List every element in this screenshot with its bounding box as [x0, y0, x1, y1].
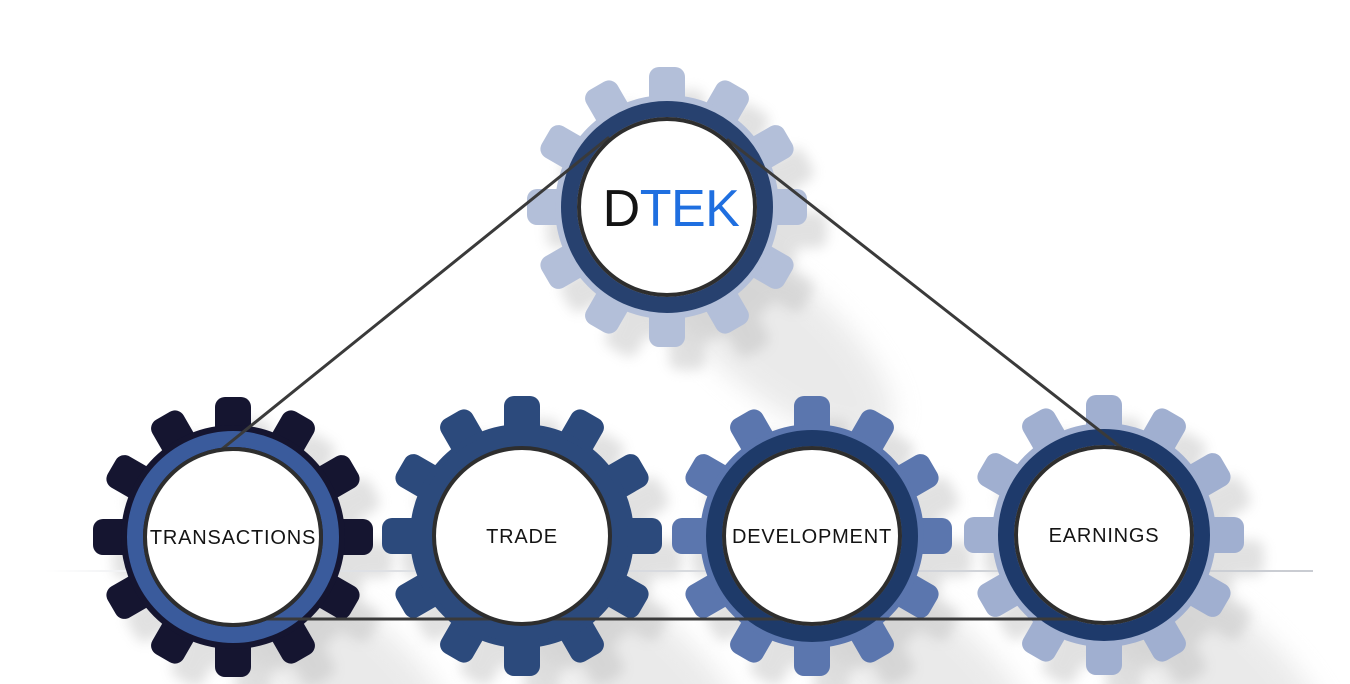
connector-dtek-transactions: [194, 136, 610, 472]
logo-part-accent: TEK: [640, 180, 740, 238]
gear-ring: [706, 430, 918, 642]
gear-face-development: [722, 446, 902, 626]
gear-ring: [561, 101, 773, 313]
logo-text-dtek: DTEK: [603, 180, 741, 238]
gear-label-transactions: TRANSACTIONS: [150, 527, 316, 549]
background-floor-line: [45, 570, 1313, 572]
gear-face-dtek: [577, 117, 757, 297]
logo-part-dark: D: [603, 180, 640, 238]
gear-faces-layer: DTEK TRANSACTIONS TRADE DEVELOPMENT EARNINGS: [143, 117, 1194, 627]
gear-label-earnings: EARNINGS: [1049, 525, 1160, 547]
connector-lines-layer: [194, 136, 1152, 621]
connector-dtek-earnings: [726, 138, 1152, 472]
gear-ring: [416, 430, 628, 642]
gear-face-earnings: [1014, 445, 1194, 625]
gear-label-development: DEVELOPMENT: [732, 526, 892, 548]
gear-face-trade: [432, 446, 612, 626]
gear-label-trade: TRADE: [486, 526, 558, 548]
gear-face-transactions: [143, 447, 323, 627]
gear-ring: [998, 429, 1210, 641]
